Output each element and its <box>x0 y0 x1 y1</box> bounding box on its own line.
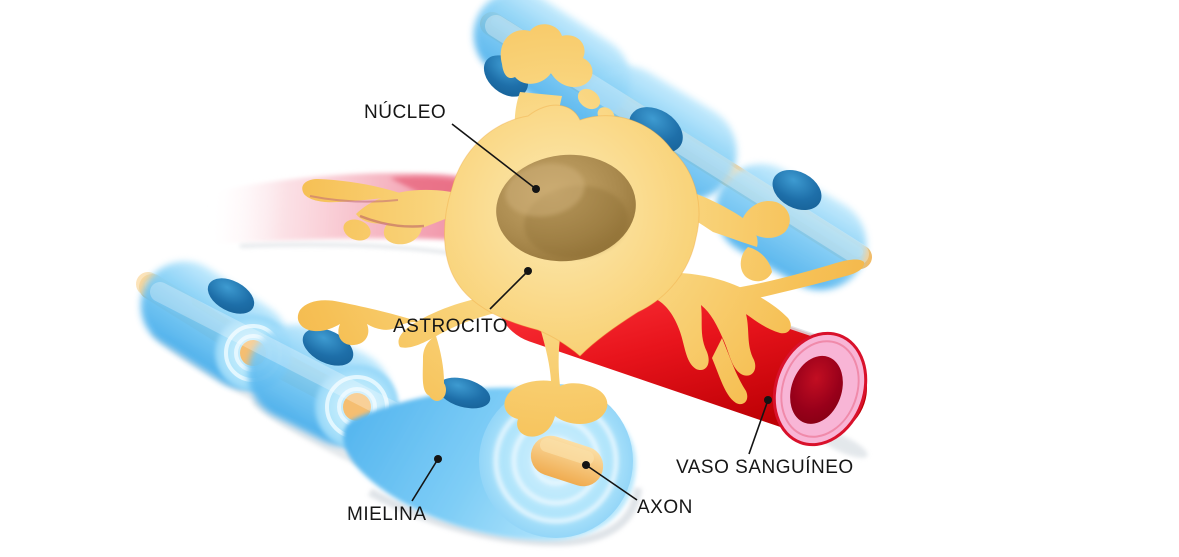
left-myelinated-axon <box>136 261 483 484</box>
label-nucleo: NÚCLEO <box>364 102 447 123</box>
leader-line-nucleo <box>451 123 537 190</box>
astrocyte-nucleus <box>496 154 636 262</box>
vessel-lumen <box>790 355 843 424</box>
glial-cell-nucleus <box>772 169 822 211</box>
label-axon: AXON <box>637 497 693 518</box>
myelin-segment <box>715 164 867 290</box>
leader-line-mielina <box>411 458 439 502</box>
glial-cell-nucleus <box>437 377 491 409</box>
axon-stub <box>530 435 604 487</box>
glial-cell-nucleus <box>207 278 255 314</box>
label-vaso-sanguineo: VASO SANGUÍNEO <box>676 457 854 478</box>
pointer-dots <box>434 185 772 469</box>
band-shadow-lines <box>309 195 425 228</box>
leader-line-axon <box>585 464 638 501</box>
label-astrocito: ASTROCITO <box>393 316 508 337</box>
leader-line-vaso <box>748 399 769 455</box>
leader-lines <box>411 123 769 502</box>
label-mielina: MIELINA <box>347 504 427 525</box>
leader-line-astrocito <box>489 270 529 310</box>
vessel-cross-section <box>772 331 868 447</box>
